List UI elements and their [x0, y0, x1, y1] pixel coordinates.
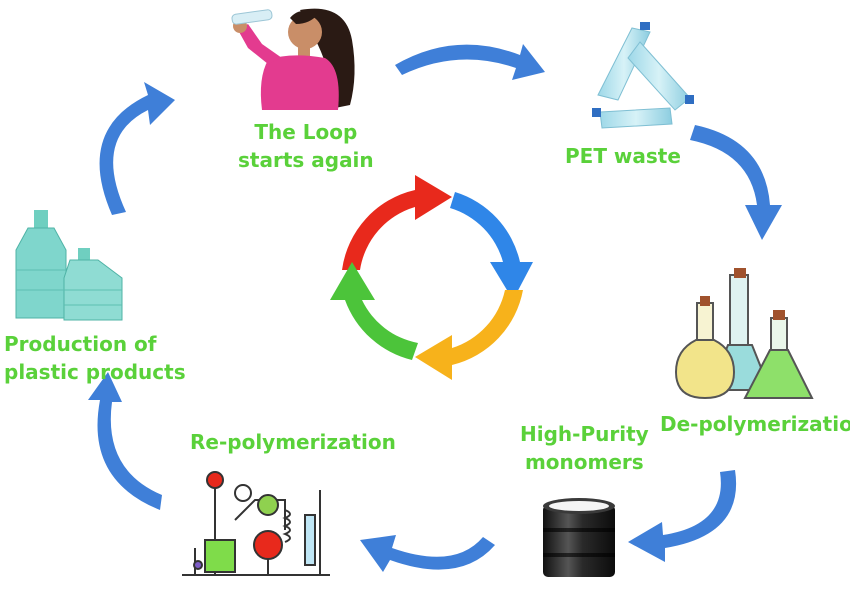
plastic-bottles-icon: [15, 210, 123, 321]
arrow-depoly-to-barrel: [628, 470, 737, 562]
label-production-plastic-products: Production of plastic products: [4, 330, 186, 386]
cycle-arrow-red: [342, 175, 452, 270]
chemistry-flasks-icon: [674, 268, 814, 400]
central-cycle-icon: [330, 175, 533, 380]
label-monomers-line2: monomers: [524, 450, 644, 474]
label-repolymerization: Re-polymerization: [190, 430, 396, 454]
label-loop-line2: starts again: [238, 148, 374, 172]
label-depolymerization: De-polymerization: [660, 412, 850, 436]
pet-bottle-recycle-icon: [592, 22, 694, 129]
lab-apparatus-icon: [182, 471, 330, 576]
woman-drinking-icon: [231, 8, 355, 110]
arrow-pet-to-depoly: [690, 125, 782, 240]
cycle-arrow-green: [330, 262, 418, 360]
label-monomers-line1: High-Purity: [520, 422, 649, 446]
label-pet-waste: PET waste: [565, 144, 681, 168]
label-loop-starts-again: The Loop starts again: [238, 118, 374, 174]
label-high-purity-monomers: High-Purity monomers: [520, 420, 649, 476]
label-production-line2: plastic products: [4, 360, 186, 384]
oil-barrel-icon: [543, 498, 615, 577]
arrow-barrel-to-repoly: [360, 535, 495, 572]
outer-cycle-arrows: [88, 44, 782, 572]
cycle-arrow-yellow: [415, 290, 523, 380]
cycle-arrow-blue: [450, 192, 533, 300]
arrow-production-to-loop: [99, 82, 175, 215]
arrow-loop-to-pet: [395, 44, 545, 80]
label-loop-line1: The Loop: [254, 120, 358, 144]
arrow-repoly-to-production: [88, 372, 162, 510]
label-production-line1: Production of: [4, 332, 157, 356]
